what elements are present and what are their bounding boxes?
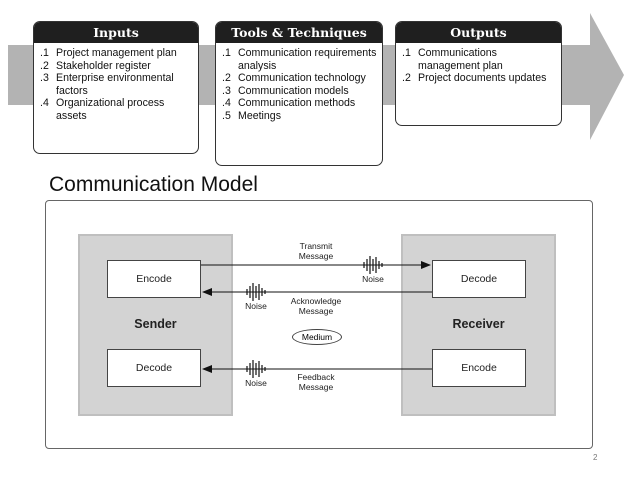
receiver-label: Receiver	[452, 317, 505, 331]
noise-label: Noise	[245, 378, 267, 388]
tools-techniques-title: Tools & Techniques	[216, 22, 382, 43]
noise-label: Noise	[362, 274, 384, 284]
sender-decode-box: Decode	[107, 349, 201, 387]
outputs-title: Outputs	[396, 22, 561, 43]
noise-icon	[246, 283, 266, 301]
sender-label: Sender	[134, 317, 177, 331]
transmit-message-label: Transmit Message	[298, 241, 334, 261]
noise-label: Noise	[245, 301, 267, 311]
noise-icon	[246, 360, 266, 378]
inputs-title: Inputs	[34, 22, 198, 43]
sender-encode-box: Encode	[107, 260, 201, 298]
page-number: 2	[593, 453, 598, 462]
medium-oval: Medium	[292, 329, 342, 345]
noise-icon	[363, 256, 383, 274]
slide-heading: Communication Model	[49, 173, 258, 196]
receiver-decode-box: Decode	[432, 260, 526, 298]
acknowledge-message-label: Acknowledge Message	[290, 296, 342, 316]
receiver-encode-box: Encode	[432, 349, 526, 387]
feedback-message-label: Feedback Message	[297, 372, 335, 392]
